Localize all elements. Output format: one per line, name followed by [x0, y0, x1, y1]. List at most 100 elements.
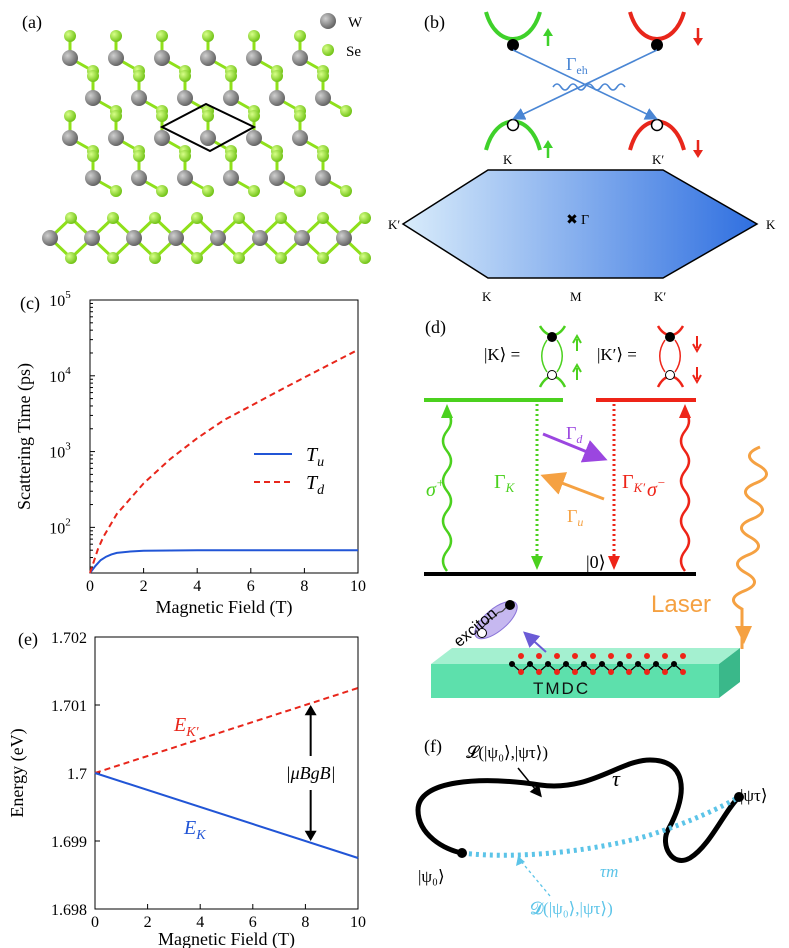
y-tick-label: 1.699: [51, 834, 87, 851]
selenium-atom: [233, 212, 245, 224]
selenium-atom: [271, 150, 283, 162]
gamma-d: Γd: [566, 423, 583, 446]
x-tick-label: 4: [196, 914, 204, 931]
label-kp: K′: [652, 152, 664, 167]
panel-label-b: (b): [424, 12, 445, 33]
x-tick-label: 10: [350, 914, 366, 931]
slab-side: [719, 648, 740, 698]
chain-chalcogen-atom: [662, 653, 668, 659]
bz-bottom-mid-label: M: [570, 289, 582, 304]
x-tick-label: 0: [86, 578, 94, 595]
chain-chalcogen-atom: [554, 653, 560, 659]
tungsten-atom: [131, 90, 147, 106]
panel-label-d: (d): [425, 317, 446, 338]
selenium-atom: [275, 212, 287, 224]
tungsten-atom: [223, 170, 239, 186]
selenium-atom: [65, 212, 77, 224]
tau-label: τ: [612, 766, 621, 791]
y-axis-label: Scattering Time (ps): [14, 363, 35, 510]
chain-chalcogen-atom: [518, 669, 524, 675]
chain-chalcogen-atom: [518, 653, 524, 659]
selenium-atom: [65, 252, 77, 264]
selenium-atom: [225, 70, 237, 82]
selenium-atom: [156, 30, 168, 42]
ket-kp-spin-2: [692, 367, 702, 385]
tungsten-atom: [84, 230, 100, 246]
sigma-plus-label: σ+: [426, 475, 445, 501]
y-tick-label: 103: [49, 441, 71, 462]
selenium-atom: [110, 110, 122, 122]
selenium-atom: [149, 252, 161, 264]
selenium-atom: [110, 30, 122, 42]
unit-cell: [159, 102, 257, 153]
legend-w-marker: [320, 13, 336, 29]
selenium-atom: [64, 30, 76, 42]
selenium-atom: [202, 185, 214, 197]
selenium-atom: [294, 110, 306, 122]
selenium-atom: [248, 110, 260, 122]
chain-metal-atom: [581, 661, 587, 667]
band-k-conduction: [484, 11, 542, 41]
x-tick-label: 2: [144, 914, 152, 931]
tungsten-atom: [108, 130, 124, 146]
bz-bottom-right-label: K′: [654, 289, 666, 304]
selenium-atom: [233, 252, 245, 264]
distance-arrow-head: [516, 856, 525, 866]
legend-a: W Se: [320, 13, 363, 60]
hole-kp: [650, 118, 664, 132]
path-length-label: 𝓛(|ψ₀⟩,|ψτ⟩): [466, 743, 548, 762]
band-kp-conduction: [628, 11, 686, 41]
tungsten-atom: [269, 90, 285, 106]
tungsten-atom: [85, 90, 101, 106]
selenium-atom: [340, 105, 352, 117]
tungsten-atom: [315, 90, 331, 106]
sigma-minus-label: σ−: [647, 475, 666, 501]
x-tick-label: 8: [301, 914, 309, 931]
tungsten-atom: [246, 130, 262, 146]
tungsten-atom: [62, 130, 78, 146]
selenium-atom: [87, 150, 99, 162]
y-tick-label: 1.698: [51, 902, 87, 919]
laser-head: [735, 626, 752, 644]
tungsten-atom: [85, 170, 101, 186]
panel-label-c: (c): [20, 293, 40, 314]
y-tick-label: 1.7: [67, 766, 87, 783]
tungsten-atom: [42, 230, 58, 246]
selenium-atom: [294, 30, 306, 42]
label-k: K: [503, 152, 513, 167]
exciton-cloud: [474, 600, 518, 640]
scatter-arrow-kp-to-k: [512, 49, 658, 120]
tungsten-atom: [200, 50, 216, 66]
chain-metal-atom: [545, 661, 551, 667]
ket-k-spin-2: [572, 362, 582, 380]
chain-metal-atom: [671, 661, 677, 667]
tungsten-atom: [210, 230, 226, 246]
spin-down-head-2: [693, 150, 703, 158]
tungsten-atom: [336, 230, 352, 246]
selenium-atom: [156, 185, 168, 197]
start-state-label: |ψ₀⟩: [418, 867, 445, 886]
chain-chalcogen-atom: [644, 669, 650, 675]
tungsten-atom: [177, 90, 193, 106]
bz-right-label: K: [766, 217, 776, 232]
chain-chalcogen-atom: [590, 653, 596, 659]
chain-chalcogen-atom: [536, 653, 542, 659]
tungsten-atom: [223, 90, 239, 106]
selenium-atom: [359, 212, 371, 224]
y-tick-label: 1.702: [51, 630, 87, 647]
selenium-atom: [275, 252, 287, 264]
tungsten-atom: [292, 130, 308, 146]
tungsten-atom: [108, 50, 124, 66]
x-tick-label: 6: [249, 914, 257, 931]
selenium-atom: [317, 252, 329, 264]
tungsten-atom: [168, 230, 184, 246]
selenium-atom: [179, 70, 191, 82]
selenium-atom: [110, 185, 122, 197]
panel-d: (d) |K⟩ = |K′⟩ =: [424, 317, 768, 698]
gamma-k: ΓK: [494, 471, 516, 495]
selenium-atom: [317, 212, 329, 224]
x-tick-label: 4: [193, 578, 201, 595]
